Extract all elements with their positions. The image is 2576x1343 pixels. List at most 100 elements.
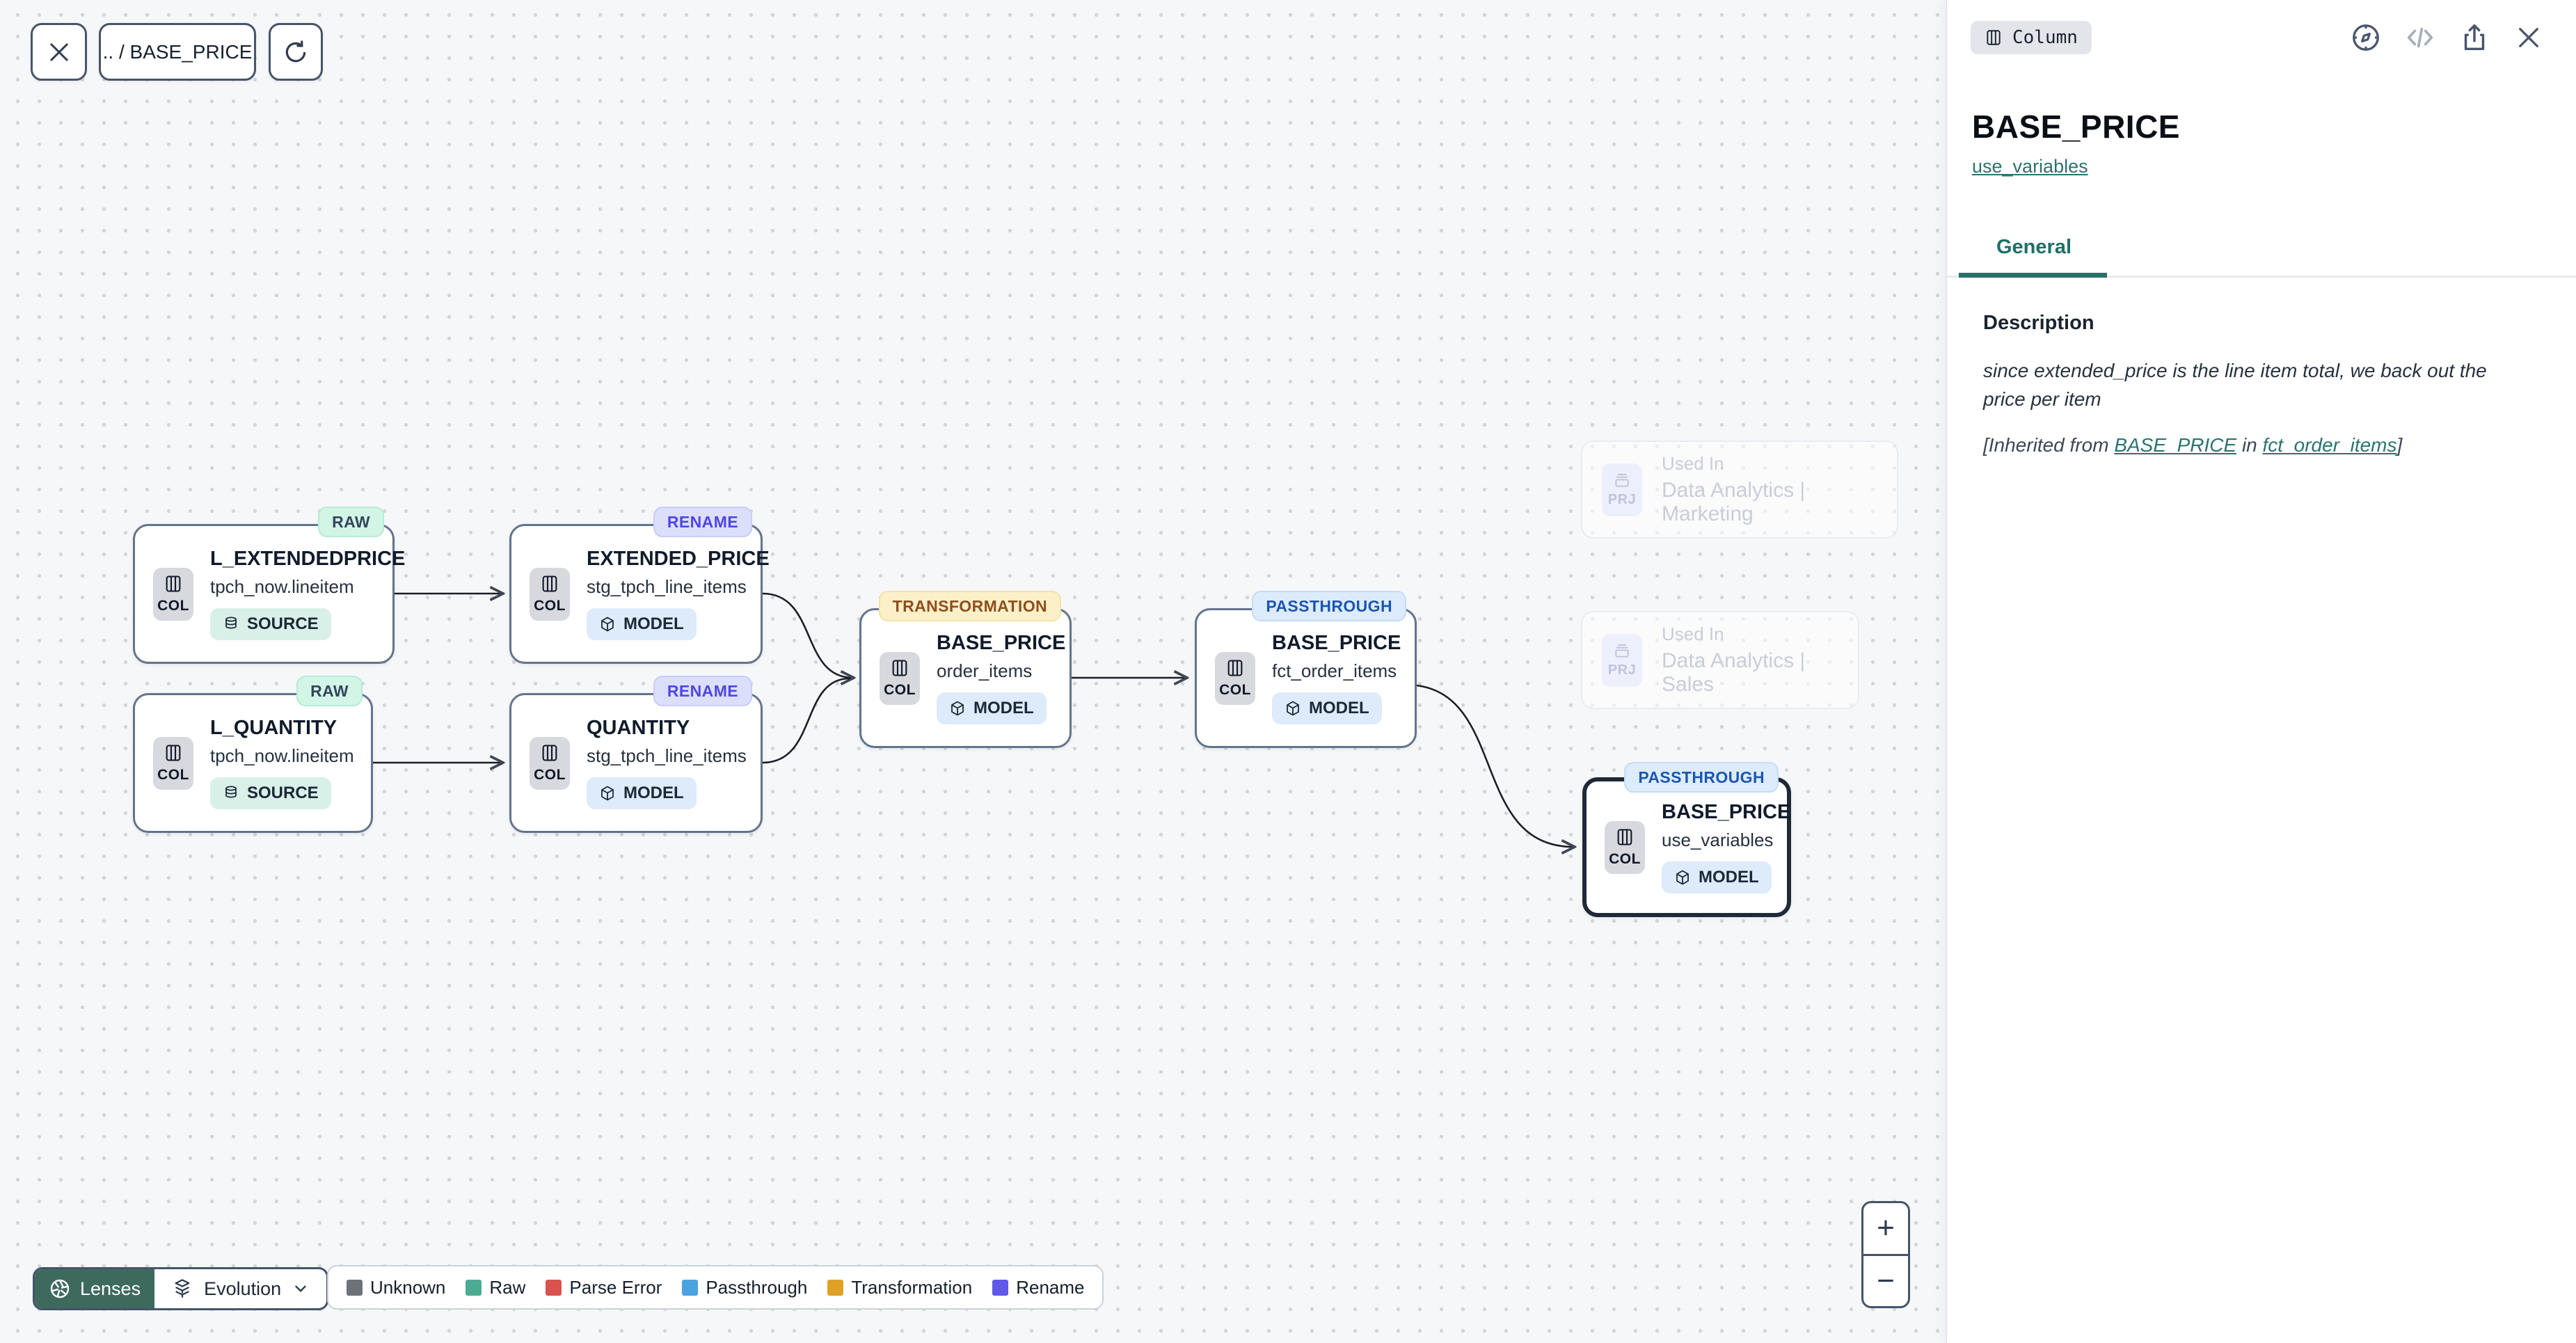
node-kind-label: MODEL (623, 784, 684, 802)
compass-icon[interactable] (2349, 21, 2383, 54)
legend-label: Transformation (851, 1276, 973, 1298)
legend-label: Parse Error (569, 1276, 662, 1298)
legend-item: Passthrough (682, 1277, 807, 1298)
node-kind-label: SOURCE (247, 614, 319, 633)
node-type-badge: PASSTHROUGH (1252, 591, 1406, 621)
node-subtitle: tpch_now.lineitem (210, 745, 354, 766)
inherited-column-link[interactable]: BASE_PRICE (2114, 434, 2237, 456)
column-kind-label: COL (157, 767, 189, 783)
legend-swatch-passthrough (682, 1279, 699, 1296)
lens-value: Evolution (204, 1278, 282, 1299)
legend-item: Raw (466, 1277, 525, 1298)
column-kind-box: COL (153, 736, 193, 790)
node-kind-label: MODEL (1699, 868, 1759, 887)
breadcrumb-label: .. / BASE_PRICE (102, 40, 253, 63)
node-kind-badge: MODEL (1662, 861, 1772, 893)
cube-icon (951, 701, 964, 716)
model-link[interactable]: use_variables (1972, 156, 2088, 177)
zoom-out-button[interactable]: − (1863, 1253, 1908, 1307)
database-icon (225, 786, 237, 798)
node-title: EXTENDED_PRICE (587, 548, 770, 570)
node-kind-label: MODEL (623, 614, 684, 633)
columns-icon (1987, 30, 2001, 45)
edge (1416, 684, 1574, 847)
column-kind-label: COL (157, 598, 189, 614)
lineage-node-base-price-fct-order-items[interactable]: PASSTHROUGH COL BASE_PRICE fct_order_ite… (1195, 591, 1417, 748)
project-kind-label: PRJ (1607, 492, 1637, 507)
column-kind-label: COL (884, 682, 916, 698)
details-panel: Column BASE_PRICE use_variables General … (1946, 0, 2576, 1343)
used-in-card-marketing[interactable]: PRJ Used In Data Analytics | Marketing (1581, 440, 1898, 539)
lineage-node-l-quantity[interactable]: RAW COL L_QUANTITY tpch_now.lineitem SOU… (133, 676, 373, 833)
node-title: L_EXTENDEDPRICE (210, 548, 406, 570)
node-kind-badge: MODEL (587, 777, 697, 809)
lineage-node-base-price-use-variables[interactable]: PASSTHROUGH COL BASE_PRICE use_variables… (1582, 762, 1791, 917)
refresh-button[interactable] (269, 23, 323, 81)
node-kind-badge: MODEL (937, 692, 1047, 724)
column-kind-box: COL (530, 736, 570, 790)
node-kind-label: SOURCE (247, 784, 319, 802)
lineage-node-l-extendedprice[interactable]: RAW COL L_EXTENDEDPRICE tpch_now.lineite… (133, 507, 405, 664)
node-title: BASE_PRICE (1272, 632, 1401, 654)
node-type-badge: RENAME (653, 507, 752, 537)
node-type-badge: RENAME (653, 676, 752, 706)
column-kind-box: COL (530, 567, 570, 621)
cube-icon (1676, 870, 1689, 885)
node-subtitle: tpch_now.lineitem (210, 576, 354, 597)
lineage-node-extended-price[interactable]: RENAME COL EXTENDED_PRICE stg_tpch_line_… (509, 507, 770, 664)
lineage-node-base-price-order-items[interactable]: TRANSFORMATION COL BASE_PRICE order_item… (859, 591, 1072, 748)
lineage-node-quantity[interactable]: RENAME COL QUANTITY stg_tpch_line_items … (509, 676, 763, 833)
breadcrumb[interactable]: .. / BASE_PRICE (99, 23, 256, 81)
general-section: Description since extended_price is the … (1947, 278, 2576, 456)
node-type-badge: RAW (296, 676, 363, 706)
legend-item: Unknown (347, 1277, 445, 1298)
edge (762, 677, 851, 764)
description-heading: Description (1983, 312, 2094, 334)
close-lineage-button[interactable] (31, 23, 87, 81)
legend-swatch-transformation (827, 1279, 844, 1296)
share-icon[interactable] (2458, 21, 2491, 54)
layers-icon (175, 1279, 190, 1298)
columns-icon (1227, 660, 1243, 676)
panel-tabs: General (1947, 236, 2576, 278)
column-kind-box: COL (153, 567, 193, 621)
zoom-in-button[interactable]: + (1877, 1211, 1895, 1246)
project-stack-icon (1615, 473, 1629, 487)
entity-type-badge: Column (1971, 21, 2092, 54)
zoom-control: + − (1861, 1201, 1910, 1308)
entity-type-label: Column (2012, 27, 2078, 48)
node-type-badge: TRANSFORMATION (878, 591, 1061, 621)
cube-icon (601, 617, 614, 632)
cube-icon (1287, 701, 1299, 716)
refresh-icon (285, 40, 306, 62)
node-subtitle: stg_tpch_line_items (587, 576, 747, 597)
used-in-label: Used In (1662, 453, 1724, 474)
lenses-label: Lenses (80, 1278, 141, 1299)
node-title: L_QUANTITY (210, 717, 337, 739)
lens-control: Lenses Evolution (33, 1267, 329, 1310)
node-kind-badge: MODEL (587, 608, 697, 640)
legend-label: Passthrough (706, 1276, 808, 1298)
columns-icon (542, 745, 557, 761)
edge (762, 592, 853, 678)
aperture-icon (50, 1279, 70, 1298)
column-kind-label: COL (1219, 682, 1251, 698)
panel-title: BASE_PRICE (1972, 109, 2180, 145)
legend-swatch-rename (992, 1279, 1009, 1296)
project-kind-box: PRJ (1602, 463, 1642, 516)
node-kind-label: MODEL (973, 699, 1034, 717)
inherited-middle: in (2236, 434, 2263, 456)
tab-general[interactable]: General (1996, 236, 2072, 258)
node-kind-badge: SOURCE (210, 608, 331, 640)
node-type-badge: PASSTHROUGH (1624, 762, 1779, 793)
legend-swatch-unknown (347, 1279, 363, 1296)
inherited-model-link[interactable]: fct_order_items (2262, 434, 2397, 456)
lenses-button[interactable]: Lenses (35, 1269, 155, 1308)
column-kind-label: COL (1609, 851, 1641, 867)
code-icon (2403, 21, 2437, 54)
lens-select[interactable]: Evolution (154, 1269, 326, 1308)
legend-swatch-parse-error (546, 1279, 562, 1296)
used-in-card-sales[interactable]: PRJ Used In Data Analytics | Sales (1581, 611, 1859, 709)
close-panel-icon[interactable] (2512, 21, 2545, 54)
description-text: since extended_price is the line item to… (1983, 360, 2487, 410)
